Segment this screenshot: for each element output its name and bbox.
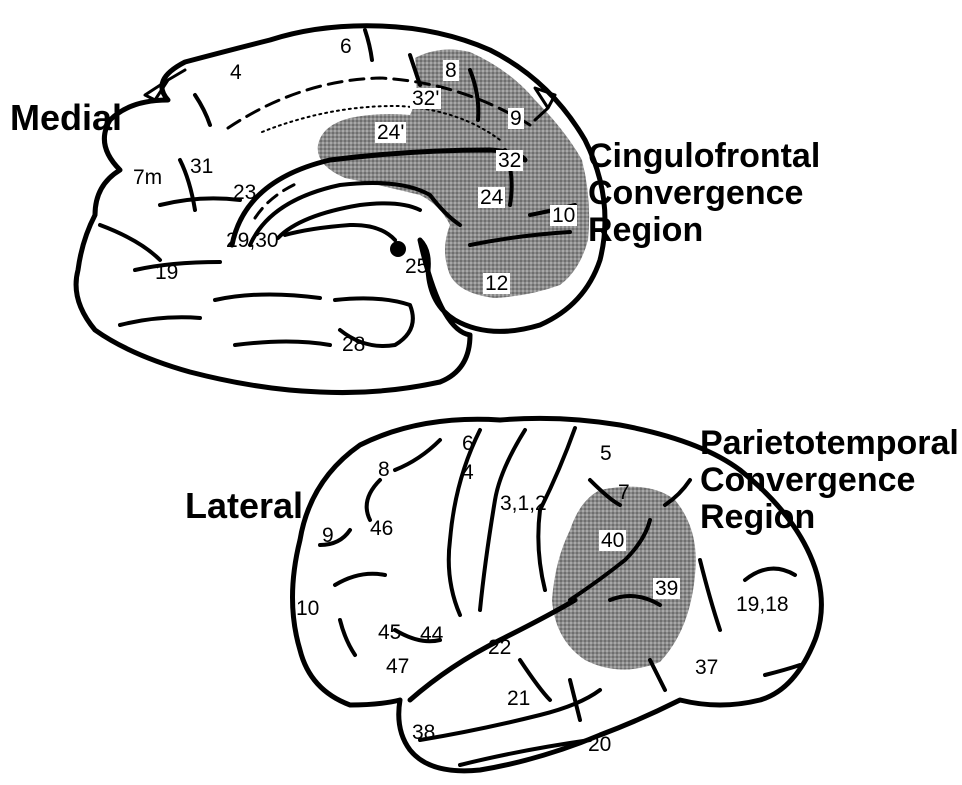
area-label: 4 bbox=[462, 462, 474, 483]
area-label: 38 bbox=[412, 722, 435, 743]
region-line: Convergence bbox=[588, 175, 820, 212]
area-label: 6 bbox=[462, 433, 474, 454]
ventricle-curve bbox=[285, 225, 395, 240]
area-label: 22 bbox=[488, 637, 511, 658]
region-line: Region bbox=[588, 212, 820, 249]
cingulofrontal-region-label: Cingulofrontal Convergence Region bbox=[588, 138, 820, 249]
area-label: 19 bbox=[155, 262, 178, 283]
region-line: Convergence bbox=[700, 462, 959, 499]
area-label: 3,1,2 bbox=[500, 493, 547, 514]
parietotemporal-region-label: Parietotemporal Convergence Region bbox=[700, 425, 959, 536]
medial-sulcus bbox=[100, 225, 160, 260]
area-label: 8 bbox=[378, 459, 390, 480]
medial-sulcus bbox=[120, 317, 200, 325]
area-label: 21 bbox=[507, 688, 530, 709]
area-label: 37 bbox=[695, 657, 718, 678]
area-label: 44 bbox=[420, 624, 443, 645]
area-label: 9 bbox=[508, 108, 524, 129]
area-label: 6 bbox=[340, 36, 352, 57]
region-line: Parietotemporal bbox=[700, 425, 959, 462]
area-label: 32' bbox=[410, 88, 441, 109]
area-label: 20 bbox=[588, 734, 611, 755]
area-label: 40 bbox=[599, 530, 626, 551]
area-label: 7 bbox=[618, 482, 630, 503]
lateral-sulcus bbox=[395, 440, 440, 470]
area-label: 19,18 bbox=[736, 594, 789, 615]
area-label: 45 bbox=[378, 622, 401, 643]
medial-brain bbox=[76, 26, 605, 393]
lateral-sulcus bbox=[367, 480, 380, 520]
area-label: 10 bbox=[550, 205, 577, 226]
region-line: Region bbox=[700, 499, 959, 536]
area-label: 28 bbox=[342, 334, 365, 355]
medial-sulcus bbox=[195, 95, 210, 125]
area-label: 39 bbox=[653, 578, 680, 599]
area-label: 4 bbox=[230, 62, 242, 83]
area-label: 7m bbox=[133, 167, 162, 188]
area-label: 23 bbox=[233, 182, 256, 203]
area-label: 8 bbox=[443, 60, 459, 81]
area-label: 9 bbox=[322, 525, 334, 546]
lateral-sulcus bbox=[665, 480, 690, 505]
medial-sulcus bbox=[235, 342, 330, 346]
region-line: Cingulofrontal bbox=[588, 138, 820, 175]
medial-sulcus bbox=[160, 198, 240, 205]
lateral-sulcus bbox=[449, 430, 480, 615]
area-label: 5 bbox=[600, 443, 612, 464]
area-label: 24 bbox=[478, 187, 505, 208]
lateral-sulcus bbox=[570, 680, 580, 720]
area-label: 32 bbox=[496, 150, 523, 171]
area-label: 12 bbox=[483, 273, 510, 294]
area-label: 31 bbox=[190, 156, 213, 177]
lateral-sulcus bbox=[480, 430, 525, 610]
anterior-commissure-dot bbox=[390, 241, 406, 257]
medial-heading: Medial bbox=[10, 100, 122, 136]
lateral-sulcus bbox=[335, 574, 385, 585]
area-label: 29,30 bbox=[226, 230, 279, 251]
lateral-sulcus bbox=[340, 620, 355, 655]
area-label: 46 bbox=[370, 518, 393, 539]
medial-sulcus bbox=[215, 294, 320, 300]
area-label: 25 bbox=[405, 256, 428, 277]
cingulofrontal-shading bbox=[318, 50, 589, 298]
area-label: 24' bbox=[375, 122, 406, 143]
area-label: 10 bbox=[296, 598, 319, 619]
lateral-sulcus bbox=[700, 560, 720, 630]
lateral-sulcus bbox=[650, 660, 665, 690]
medial-sulcus bbox=[365, 30, 372, 60]
lateral-sulcus bbox=[745, 569, 795, 580]
area-label: 47 bbox=[386, 656, 409, 677]
lateral-heading: Lateral bbox=[185, 488, 303, 524]
